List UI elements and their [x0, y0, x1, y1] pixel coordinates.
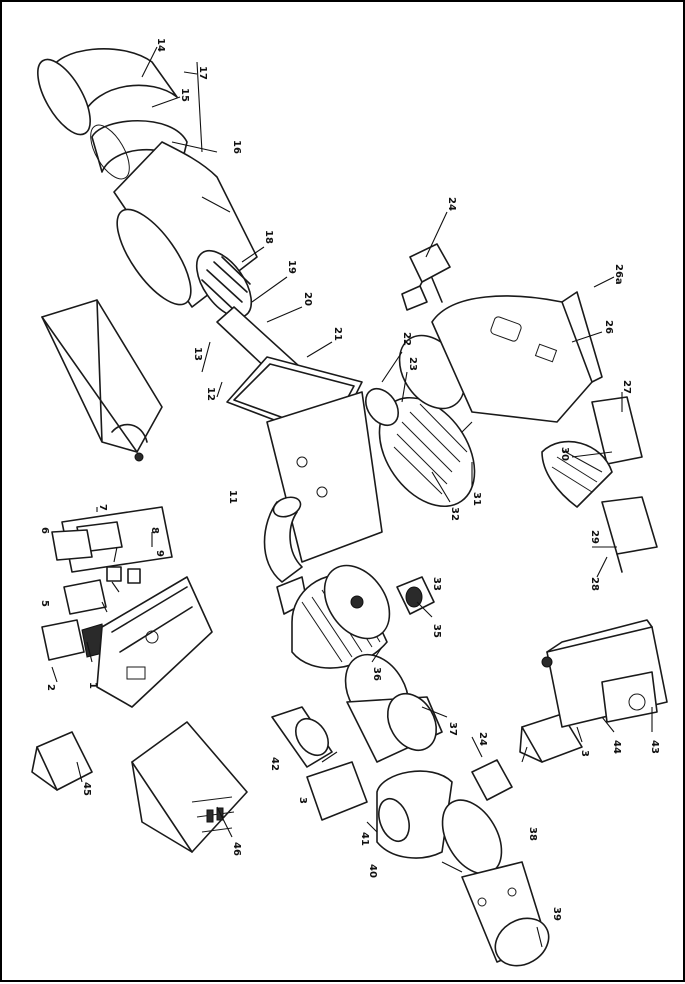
label-24-top: 24	[446, 197, 457, 211]
fan-housing	[431, 291, 603, 423]
label-36: 36	[371, 667, 382, 681]
label-26: 26	[603, 320, 614, 334]
fan-motor	[291, 564, 435, 669]
label-28: 28	[589, 577, 600, 591]
leader-lines	[51, 46, 653, 948]
blast-tube-assembly	[37, 48, 323, 403]
part-number-labels: 14 17 15 16 18 19 20 21 13 12 11 22 23 2…	[39, 38, 660, 921]
gas-valve-43-44	[541, 619, 668, 728]
air-damper-actuator	[541, 396, 658, 573]
label-29: 29	[589, 530, 600, 544]
label-27: 27	[621, 380, 632, 394]
label-43: 43	[649, 740, 660, 754]
label-40: 40	[367, 864, 378, 878]
label-32: 32	[449, 507, 460, 521]
label-24-lower: 24	[477, 732, 488, 746]
label-16: 16	[231, 140, 242, 154]
label-38: 38	[527, 827, 538, 841]
label-5: 5	[39, 600, 50, 607]
elbow-pipe	[263, 496, 308, 615]
label-42: 42	[269, 757, 280, 771]
air-inlet-hood	[41, 299, 163, 462]
label-8: 8	[149, 527, 160, 534]
label-44: 44	[611, 740, 622, 754]
label-45: 45	[81, 782, 92, 796]
label-9: 9	[154, 550, 165, 557]
label-20: 20	[302, 292, 313, 306]
label-35: 35	[431, 624, 442, 638]
label-33: 33	[431, 577, 442, 591]
label-7: 7	[97, 504, 108, 511]
label-14: 14	[155, 38, 166, 52]
label-2: 2	[45, 684, 56, 691]
label-1: 1	[87, 682, 98, 689]
gas-train-lower	[441, 799, 550, 967]
label-26a: 26a	[613, 264, 624, 285]
label-30: 30	[559, 447, 570, 461]
gas-train-left	[271, 653, 453, 859]
label-6: 6	[39, 527, 50, 534]
label-41: 41	[359, 832, 370, 846]
label-37: 37	[447, 722, 458, 736]
component-45	[31, 731, 93, 791]
label-17: 17	[197, 66, 208, 80]
label-39: 39	[551, 907, 562, 921]
label-15: 15	[179, 88, 190, 102]
housing-flange	[226, 356, 383, 563]
label-13: 13	[192, 347, 203, 361]
label-21: 21	[332, 327, 343, 341]
pressure-switch-24-top	[401, 243, 451, 311]
label-3-left: 3	[297, 797, 308, 804]
label-19: 19	[286, 260, 297, 274]
label-12: 12	[205, 387, 216, 401]
label-46: 46	[231, 842, 242, 856]
label-23: 23	[407, 357, 418, 371]
control-box	[41, 506, 213, 708]
label-31: 31	[471, 492, 482, 506]
label-18: 18	[263, 230, 274, 244]
label-11: 11	[227, 490, 238, 504]
pressure-switch-24-lower	[471, 759, 513, 801]
label-22: 22	[401, 332, 412, 346]
label-3-right: 3	[579, 750, 590, 757]
component-46-enclosure	[131, 721, 248, 853]
